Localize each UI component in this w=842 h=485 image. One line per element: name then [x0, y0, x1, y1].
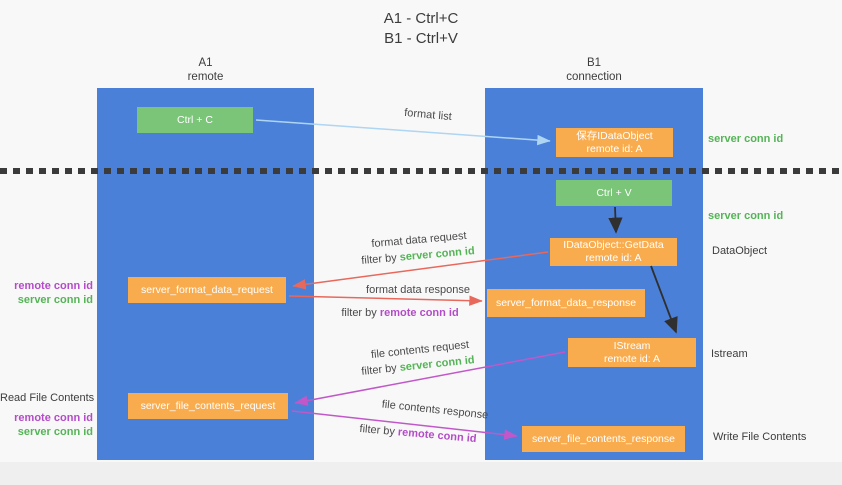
node-istream: IStream remote id: A: [568, 338, 696, 367]
node-istream-title: IStream: [613, 339, 651, 352]
label-read-file-contents: Read File Contents: [0, 392, 95, 404]
remote-conn-id-text: remote conn id: [397, 426, 477, 446]
node-save-idataobject-subtitle: remote id: A: [586, 142, 643, 155]
node-server-file-contents-response: server_file_contents_response: [522, 426, 685, 452]
node-server-format-data-response: server_format_data_response: [487, 289, 645, 317]
server-conn-id-text: server conn id: [399, 245, 476, 264]
node-istream-subtitle: remote id: A: [603, 352, 661, 365]
label-server-conn-id-left: server conn id: [17, 294, 93, 306]
label-filter-remote-conn-1: filter by remote conn id: [340, 307, 460, 319]
label-server-conn-id-ctrlv: server conn id: [708, 210, 784, 222]
remote-conn-id-text: remote conn id: [379, 307, 459, 319]
label-remote-conn-id-left: remote conn id: [14, 280, 93, 292]
node-save-idataobject: 保存IDataObject remote id: A: [556, 128, 673, 157]
node-ctrl-c: Ctrl + C: [137, 107, 253, 133]
arrow-format-data-response: [288, 295, 483, 306]
node-file-request-label: server_file_contents_request: [140, 399, 276, 412]
node-server-format-data-request: server_format_data_request: [128, 277, 286, 303]
filter-by-text: filter by: [360, 251, 398, 267]
label-filter-remote-conn-2: filter by remote conn id: [350, 422, 487, 446]
lane-a1-type: remote: [187, 71, 224, 83]
label-format-data-response: format data response: [366, 284, 470, 296]
label-left-conn-ids: remote conn id server conn id: [0, 279, 93, 307]
lane-header-a1: A1 remote: [97, 56, 314, 84]
label-istream: Istream: [711, 348, 748, 360]
filter-by-text: filter by: [360, 362, 398, 378]
node-getdata-title: IDataObject::GetData: [563, 239, 664, 251]
title-line-1: A1 - Ctrl+C: [383, 10, 459, 27]
node-format-response-label: server_format_data_response: [495, 296, 637, 309]
title-line-2: B1 - Ctrl+V: [384, 30, 458, 47]
lane-a1-name: A1: [198, 57, 213, 69]
lane-b1-name: B1: [586, 57, 602, 69]
node-format-request-label: server_format_data_request: [141, 283, 273, 296]
node-ctrl-c-label: Ctrl + C: [177, 113, 213, 126]
node-server-file-contents-request: server_file_contents_request: [128, 393, 288, 419]
label-file-contents-response: file contents response: [381, 398, 489, 422]
node-idataobject-getdata: IDataObject::GetData remote id: A: [550, 238, 677, 266]
label-remote-conn-id-left2: remote conn id: [14, 412, 93, 424]
dotted-separator: [0, 168, 842, 174]
diagram-title: A1 - Ctrl+C B1 - Ctrl+V: [0, 9, 842, 49]
node-file-response-label: server_file_contents_response: [531, 432, 675, 445]
label-server-conn-id-left2: server conn id: [17, 426, 93, 438]
server-conn-id-text: server conn id: [399, 354, 476, 374]
label-format-list: format list: [403, 106, 453, 124]
node-ctrl-v-label: Ctrl + V: [596, 186, 632, 199]
lane-b1-type: connection: [566, 71, 622, 83]
label-read-file-block: Read File Contents remote conn id server…: [0, 391, 95, 439]
node-getdata-subtitle: remote id: A: [585, 252, 642, 264]
bottom-strip: [0, 462, 842, 485]
label-dataobject: DataObject: [712, 245, 768, 257]
node-save-idataobject-title: 保存IDataObject: [576, 129, 653, 142]
label-server-conn-id-top: server conn id: [708, 133, 784, 145]
label-write-file-contents: Write File Contents: [713, 431, 807, 443]
filter-by-text: filter by: [359, 422, 396, 438]
lane-header-b1: B1 connection: [485, 56, 703, 84]
node-ctrl-v: Ctrl + V: [556, 180, 672, 206]
filter-by-text: filter by: [341, 307, 377, 319]
